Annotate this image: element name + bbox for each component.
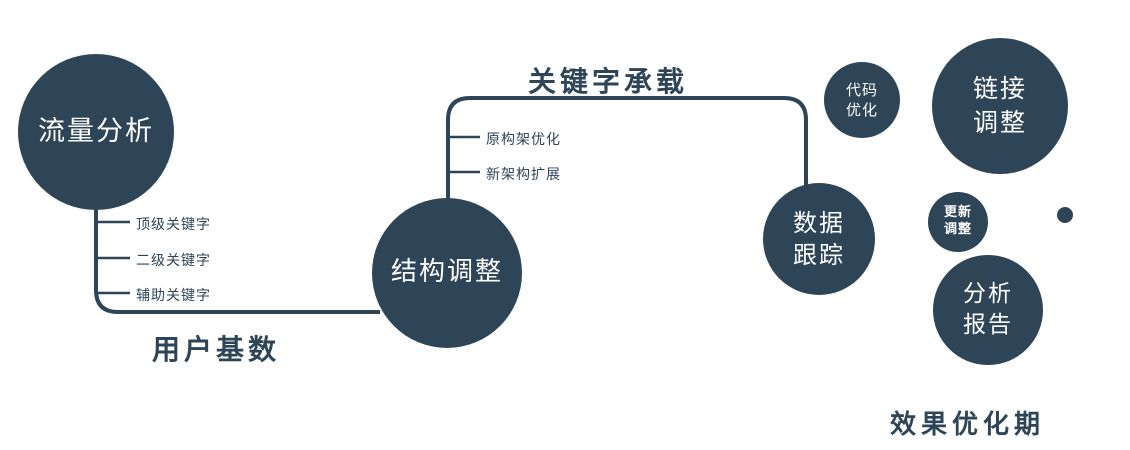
edge-label-keyword-carry: 关键字承载 [528,65,689,98]
node-traffic-analysis-label: 流量分析 [38,115,154,147]
node-update-adjustment: 更新 调整 [928,192,988,252]
diagram-caption: 效果优化期 [890,410,1046,440]
branch-label-traffic-3: 辅助关键字 [136,288,211,304]
node-link-adjustment: 链接 调整 [932,38,1068,174]
branch-label-structure-1: 原构架优化 [486,132,561,148]
node-structure-adjustment: 结构调整 [372,198,522,348]
branch-label-traffic-2: 二级关键字 [136,253,211,269]
branch-label-structure-2: 新架构扩展 [486,167,561,183]
node-data-tracking: 数据 跟踪 [763,183,875,295]
node-code-optimization: 代码 优化 [824,62,900,138]
branch-label-traffic-1: 顶级关键字 [136,217,211,233]
small-dot [1057,207,1073,223]
keyword-carry-edge-path [446,96,808,210]
traffic-branch-ticks [96,220,130,295]
node-structure-adjustment-label: 结构调整 [390,257,503,288]
user-base-edge-path [94,200,380,314]
structure-branch-ticks [448,135,480,174]
node-analysis-report: 分析 报告 [933,255,1043,365]
node-traffic-analysis: 流量分析 [18,54,174,210]
edge-label-user-base: 用户基数 [152,333,281,366]
